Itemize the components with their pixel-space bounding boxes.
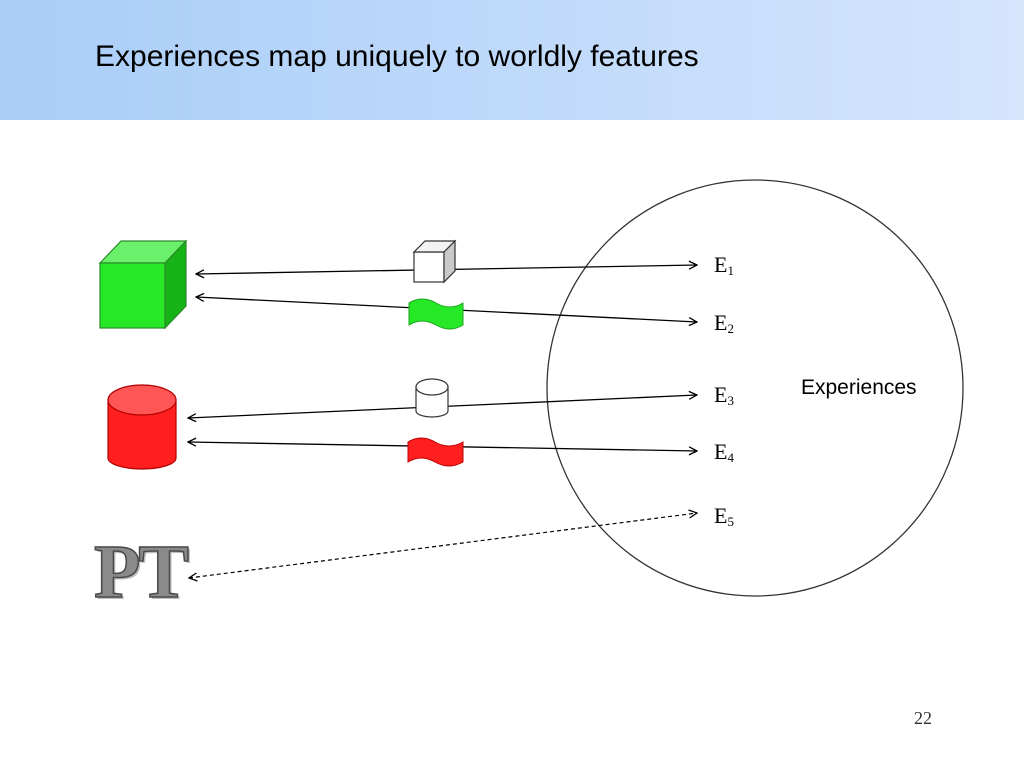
experience-label-e5: E5 (714, 503, 734, 529)
experience-label-e3: E3 (714, 382, 734, 408)
experience-label-e4: E4 (714, 439, 734, 465)
page-number: 22 (914, 708, 932, 728)
red-cylinder-icon (107, 384, 177, 470)
title-banner (0, 0, 1024, 120)
white-cube-icon (412, 239, 457, 284)
pt-logo: PT (93, 530, 190, 614)
arrow-e5-dashed (189, 513, 697, 578)
slide-title: Experiences map uniquely to worldly feat… (95, 40, 699, 73)
experiences-circle (546, 179, 964, 597)
red-wave-icon (407, 437, 464, 467)
experiences-circle-label: Experiences (801, 376, 917, 399)
green-wave-icon (408, 298, 464, 330)
white-cylinder-icon (415, 378, 449, 418)
green-cube-icon (98, 239, 188, 330)
experience-label-e1: E1 (714, 252, 734, 278)
experience-label-e2: E2 (714, 310, 734, 336)
